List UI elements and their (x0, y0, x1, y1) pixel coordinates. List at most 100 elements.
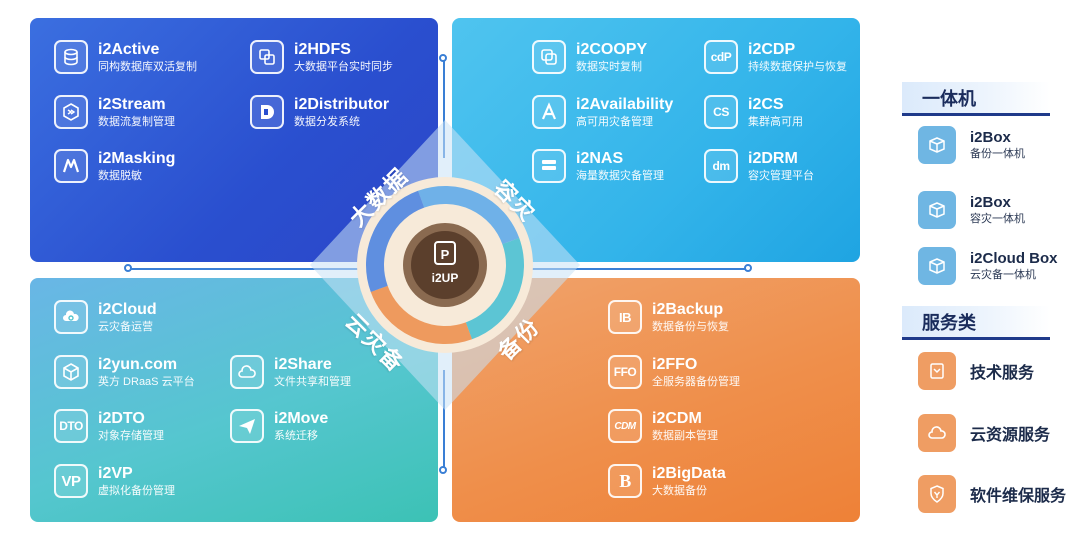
product-i2ffo[interactable]: FFO i2FFO 全服务器备份管理 (608, 355, 740, 389)
share-cloud-icon (230, 355, 264, 389)
product-name: i2CS (748, 96, 784, 113)
product-i2yun[interactable]: i2yun.com 英方 DRaaS 云平台 (54, 355, 195, 389)
product-desc: 英方 DRaaS 云平台 (98, 376, 195, 388)
product-name: i2CDP (748, 41, 796, 58)
move-plane-icon (230, 409, 264, 443)
service-item[interactable]: 软件维保服务 (918, 475, 1066, 513)
product-desc: 虚拟化备份管理 (98, 485, 175, 497)
connector-dot (744, 264, 752, 272)
product-desc: 云灾备运营 (98, 321, 153, 333)
box-icon (918, 191, 956, 229)
product-name: i2COOPY (576, 41, 648, 58)
product-desc: 数据脱敏 (98, 170, 142, 182)
cloud-c-icon (54, 300, 88, 334)
product-desc: 数据实时复制 (576, 61, 642, 73)
appliance-desc: 云灾备一体机 (970, 269, 1036, 281)
product-name: i2CDM (652, 410, 702, 427)
product-name: i2Backup (652, 301, 724, 318)
cdm-icon: CDM (608, 409, 642, 443)
service-item[interactable]: 技术服务 (918, 352, 1034, 390)
service-name: 技术服务 (970, 365, 1035, 382)
product-i2cloud[interactable]: i2Cloud 云灾备运营 (54, 300, 157, 334)
stream-shield-icon (54, 95, 88, 129)
vertical-connector-top (443, 58, 445, 158)
product-desc: 数据分发系统 (294, 116, 360, 128)
product-i2coopy[interactable]: i2COOPY 数据实时复制 (532, 40, 647, 74)
product-name: i2yun.com (98, 356, 178, 373)
service-name: 云资源服务 (970, 427, 1051, 444)
connector-dot (439, 466, 447, 474)
connector-dot (124, 264, 132, 272)
appliance-name: i2Box (970, 194, 1011, 211)
appliance-item[interactable]: i2Cloud Box 云灾备一体机 (918, 247, 1058, 285)
product-desc: 对象存储管理 (98, 430, 164, 442)
service-name: 软件维保服务 (970, 488, 1067, 505)
product-i2share[interactable]: i2Share 文件共享和管理 (230, 355, 351, 389)
product-name: i2Move (274, 410, 329, 427)
tech-service-icon (918, 352, 956, 390)
product-name: i2DRM (748, 150, 798, 167)
product-desc: 持续数据保护与恢复 (748, 61, 847, 73)
service-item[interactable]: 云资源服务 (918, 414, 1050, 452)
product-name: i2Cloud (98, 301, 157, 318)
disaster-quadrant: i2COOPY 数据实时复制 cdP i2CDP 持续数据保护与恢复 i2Avail… (452, 18, 860, 262)
product-name: i2Stream (98, 96, 166, 113)
database-stack-icon (54, 40, 88, 74)
product-i2availability[interactable]: i2Availability 高可用灾备管理 (532, 95, 673, 129)
product-desc: 高可用灾备管理 (576, 116, 653, 128)
product-i2vp[interactable]: VP i2VP 虚拟化备份管理 (54, 464, 175, 498)
product-i2distributor[interactable]: i2Distributor 数据分发系统 (250, 95, 389, 129)
logo-mark: P (441, 247, 450, 262)
product-i2cdm[interactable]: CDM i2CDM 数据副本管理 (608, 409, 718, 443)
distributor-d-icon (250, 95, 284, 129)
backup-b-icon: IB (608, 300, 642, 334)
bigdata-b-icon: B (608, 464, 642, 498)
product-desc: 同构数据库双活复制 (98, 61, 197, 73)
vertical-connector-bottom (443, 370, 445, 470)
hdfs-icon (250, 40, 284, 74)
vp-icon: VP (54, 464, 88, 498)
product-name: i2Availability (576, 96, 674, 113)
product-desc: 文件共享和管理 (274, 376, 351, 388)
product-name: i2FFO (652, 356, 698, 373)
ffo-icon: FFO (608, 355, 642, 389)
product-desc: 数据副本管理 (652, 430, 718, 442)
masking-m-icon (54, 149, 88, 183)
cs-icon: CS (704, 95, 738, 129)
product-name: i2Share (274, 356, 332, 373)
product-name: i2BigData (652, 465, 726, 482)
connector-dot (439, 54, 447, 62)
product-i2backup[interactable]: IB i2Backup 数据备份与恢复 (608, 300, 729, 334)
cdp-icon: cdP (704, 40, 738, 74)
box-icon (918, 247, 956, 285)
center-diagram: P i2UP (310, 120, 580, 410)
product-i2cs[interactable]: CS i2CS 集群高可用 (704, 95, 803, 129)
drm-icon: dm (704, 149, 738, 183)
product-i2cdp[interactable]: cdP i2CDP 持续数据保护与恢复 (704, 40, 847, 74)
product-name: i2DTO (98, 410, 145, 427)
appliance-name: i2Cloud Box (970, 250, 1058, 267)
nas-server-icon (532, 149, 566, 183)
product-name: i2VP (98, 465, 133, 482)
product-desc: 全服务器备份管理 (652, 376, 740, 388)
product-name: i2Distributor (294, 96, 390, 113)
appliance-name: i2Box (970, 129, 1011, 146)
copy-icon (532, 40, 566, 74)
logo-text: i2UP (432, 271, 459, 285)
product-desc: 数据备份与恢复 (652, 321, 729, 333)
yun-cube-icon (54, 355, 88, 389)
product-desc: 集群高可用 (748, 116, 803, 128)
product-name: i2NAS (576, 150, 624, 167)
cycle-arrow-indigo (366, 186, 524, 344)
